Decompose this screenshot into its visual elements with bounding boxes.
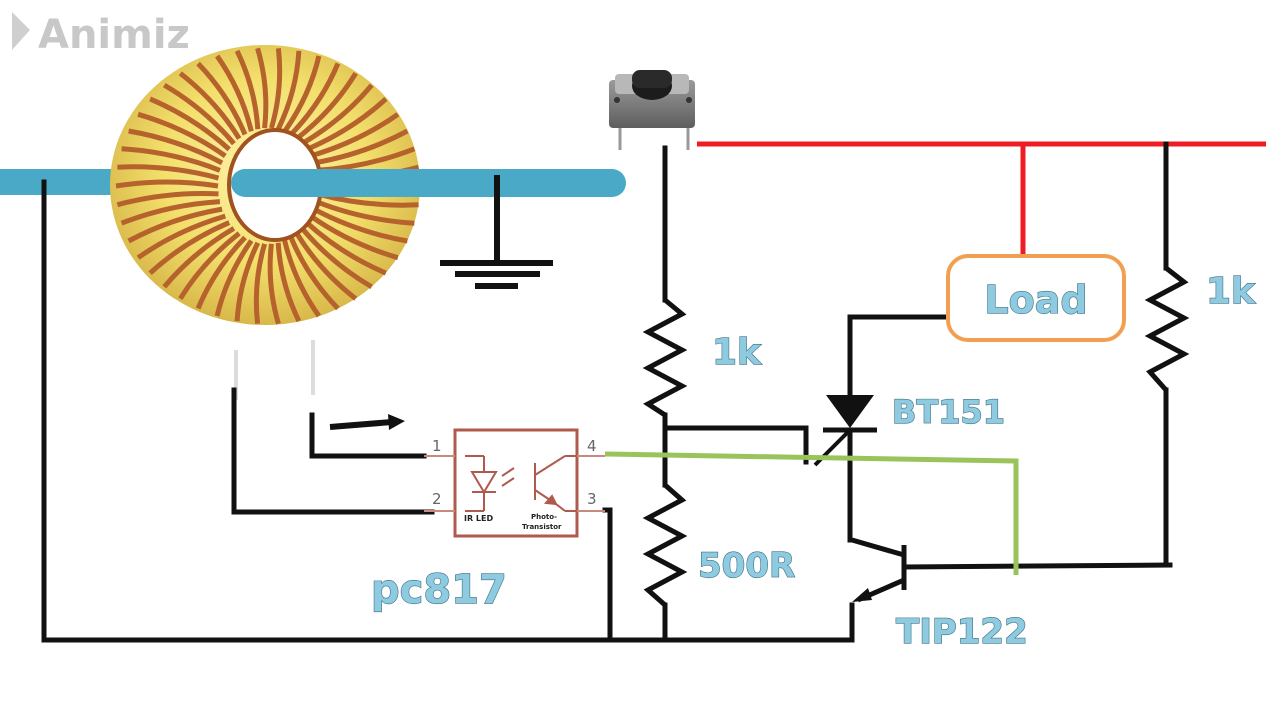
resistor-500r [642,483,688,607]
coil-turn [300,83,374,146]
sense-wire [604,451,1019,575]
photo-label-line2: Transistor [522,523,562,531]
coil-turn [127,206,223,244]
coil-turn [275,242,302,323]
ir-led-label: IR LED [464,514,493,523]
coil-turn [312,206,408,244]
coil-turn [309,112,400,159]
ground-symbol [440,175,553,289]
coil-turn [300,226,373,290]
resistor-500r-label: 500R [698,546,795,586]
coil-turn [234,49,261,130]
coil-turn [121,146,221,173]
ir-led-symbol [465,455,515,512]
supply-rail [697,141,1266,258]
phototransistor-symbol [534,455,577,512]
coil-turn [309,214,399,261]
scr-label: BT151 [892,393,1005,431]
play-icon [12,12,30,50]
photo-label-line1: Photo- [531,513,557,521]
coil-turn [267,243,281,325]
load-label: Load [984,278,1087,322]
coil-turn [128,128,224,166]
coil-turn [195,235,247,310]
coil-turn [282,240,321,318]
coil-turn [255,47,269,129]
optocoupler-label: pc817 [371,567,507,613]
coil-turn [163,82,236,146]
scr-bt151 [813,395,877,467]
coil-turn [117,164,220,181]
coil-turn [120,199,221,226]
coil-turn [178,231,241,301]
pin-4-label: 4 [587,437,597,455]
current-arrow [329,414,405,430]
resistor-1k-top [642,298,688,418]
opto-package [453,428,579,538]
optocoupler-pc817: 1 2 3 4 IR LED Photo- Transistor [424,428,605,538]
coil-turn [294,232,358,301]
wiring [41,141,1173,643]
coil-turn [289,62,341,137]
transistor-tip122 [851,537,907,603]
coil-turn [116,191,219,208]
coil-turn [196,61,248,136]
pin-2-label: 2 [432,490,442,508]
resistor-1k-right [1144,266,1190,392]
watermark: Animiz [12,12,190,58]
coil-turn [315,199,415,226]
coil-turn [214,239,254,317]
coil-turn [115,179,219,189]
coil-turn [234,241,261,322]
push-button [609,70,695,150]
coil-turn [178,71,242,140]
coil-turn [137,111,227,158]
pin-1-label: 1 [432,437,442,455]
coil-turn [215,54,254,132]
coil-turn [253,243,267,324]
coil-turn [269,48,283,129]
coil-turn [275,50,302,131]
coil-turn [162,226,236,289]
pin-3-label: 3 [587,490,597,508]
resistor-1k-top-label: 1k [712,332,762,373]
coil-turn [313,128,409,166]
coil-turn [282,55,322,133]
coil-turn [288,236,340,311]
coil-turn [136,213,227,260]
coil-turn [149,96,231,152]
coil-turn [305,97,388,152]
transistor-label: TIP122 [896,612,1028,652]
coil-turn [295,71,358,141]
resistor-1k-right-label: 1k [1206,271,1256,312]
load-box: Load [946,254,1126,342]
coil-turn [148,220,231,275]
watermark-text: Animiz [38,12,190,58]
coil-turn [305,220,387,276]
